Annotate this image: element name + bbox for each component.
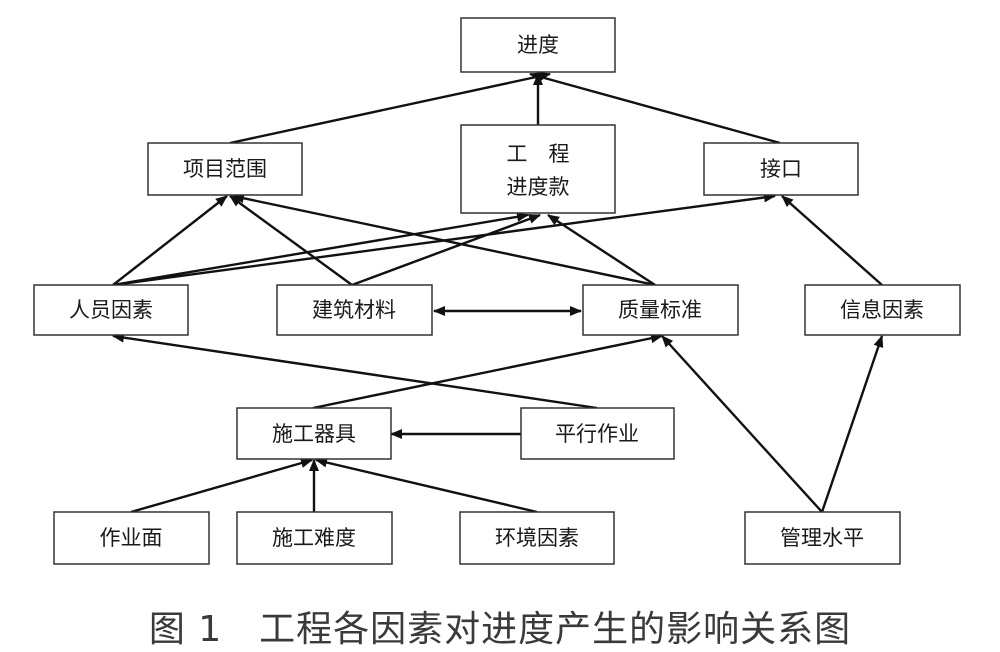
node-label: 作业面 [100,526,163,550]
edge-jiekou-to-jindu [529,72,781,145]
node-jianzhu-cailiao: 建筑材料 [276,284,433,336]
node-label: 环境因素 [495,526,579,550]
node-label: 接口 [760,157,802,181]
figure-caption: 图 1 工程各因素对进度产生的影响关系图 [148,609,852,650]
node-label: 施工器具 [272,422,356,446]
node-renyuan-yinsu: 人员因素 [33,284,189,336]
edge-xiangmu-fanwei-to-jindu [229,71,551,145]
node-huanjing-yinsu: 环境因素 [459,511,615,565]
edge-renyuan-to-xiangmu-fanwei [112,195,228,286]
edge-guanli-to-zhiliang [661,335,823,513]
node-label: 建筑材料 [312,298,396,322]
edge-zuoye-mian-to-shigong-qiju [130,458,313,514]
node-shigong-nandu: 施工难度 [236,511,393,565]
node-zuoye-mian: 作业面 [53,511,210,565]
node-label: 人员因素 [69,298,153,322]
relationship-diagram: 进度 项目范围 工 程 进度款 接口 人员因素 建筑材料 质量标准 信息因素 施… [33,17,961,565]
node-label: 管理水平 [780,526,864,550]
edge-huanjing-to-shigong-qiju [315,457,538,514]
node-shigong-qiju: 施工器具 [236,407,392,460]
node-jindu: 进度 [460,17,616,73]
node-label-line1: 工 程 [507,142,570,166]
edge-renyuan-to-gongcheng [112,211,529,287]
edge-xinxi-to-jiekou [781,195,883,286]
node-zhiliang-biaozhun: 质量标准 [582,284,739,336]
node-label: 进度 [517,33,559,57]
node-xiangmu-fanwei: 项目范围 [147,142,303,196]
node-guanli-shuiping: 管理水平 [744,511,901,565]
edge-pingxing-to-renyuan [112,332,598,410]
node-gongcheng-jinduokuan: 工 程 进度款 [460,124,616,214]
edge-zhiliang-to-gongcheng [547,213,656,287]
node-label: 平行作业 [555,422,639,446]
node-jiekou: 接口 [703,142,859,196]
edge-guanli-to-xinxi [820,335,884,513]
edge-shigong-qiju-to-zhiliang [312,333,663,410]
node-xinxi-yinsu: 信息因素 [804,284,961,336]
edges [112,71,884,514]
node-label: 施工难度 [272,526,356,550]
edge-zhiliang-to-xiangmu-fanwei [232,193,656,287]
node-label: 质量标准 [618,298,702,322]
edge-jianzhu-to-xiangmu-fanwei [229,195,353,286]
node-label-line2: 进度款 [507,175,570,199]
edge-jianzhu-to-gongcheng [351,213,541,287]
node-label: 项目范围 [183,157,267,181]
node-pingxing-zuoye: 平行作业 [520,407,675,460]
node-label: 信息因素 [840,298,924,322]
